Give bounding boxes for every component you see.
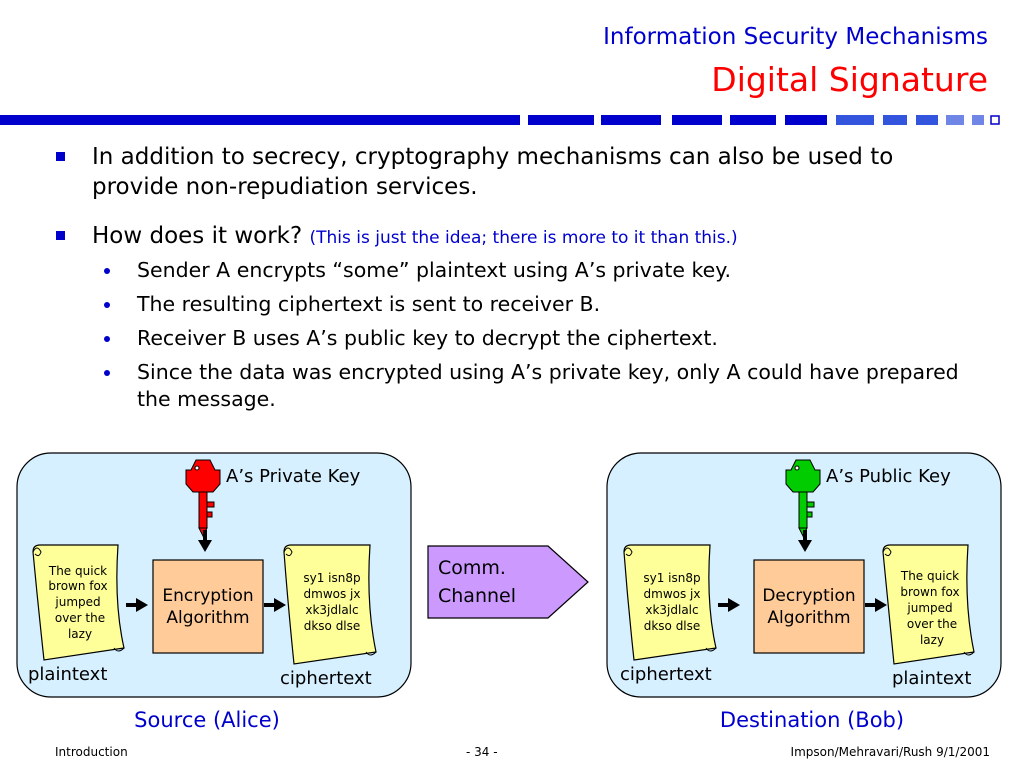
scroll-line: jumped [906, 601, 952, 615]
scroll-line: dmwos jx [644, 587, 701, 601]
sub-bullet-3: Receiver B uses A’s public key to decryp… [137, 326, 718, 350]
scroll-line: jumped [54, 595, 100, 609]
footer-page-number: - 34 - [466, 745, 498, 759]
source-plaintext-label: plaintext [28, 664, 107, 685]
destination-plaintext-label: plaintext [892, 668, 971, 689]
scroll-line: over the [55, 611, 105, 625]
decryption-algorithm-box [753, 559, 865, 654]
destination-ciphertext-scroll [623, 544, 717, 661]
bullet-square-icon [56, 231, 65, 240]
scroll-line: xk3jdlalc [645, 603, 698, 617]
public-key-label: A’s Public Key [826, 466, 951, 487]
bullet-how-it-works: How does it work? (This is just the idea… [92, 221, 982, 253]
sub-bullet-1: Sender A encrypts “some” plaintext using… [137, 258, 732, 282]
scroll-line: over the [907, 617, 957, 631]
comm-channel-arrow [427, 545, 589, 619]
scroll-line: dmwos jx [304, 587, 361, 601]
scroll-line: sy1 isn8p [303, 571, 360, 585]
slide-title-line1: Information Security Mechanisms [603, 24, 988, 50]
algorithm-label-line1: Encryption [162, 586, 253, 606]
source-plaintext-scroll [32, 544, 125, 661]
sub-bullet-dot-icon [104, 370, 110, 376]
algorithm-label-line2: Algorithm [767, 608, 850, 628]
channel-label-line1: Comm. [438, 557, 506, 579]
sub-bullet-4: Since the data was encrypted using A’s p… [137, 360, 959, 411]
channel-label-line2: Channel [438, 585, 516, 607]
algorithm-label-line1: Decryption [762, 586, 855, 606]
sub-bullet-dot-icon [104, 302, 110, 308]
private-key-label: A’s Private Key [226, 466, 361, 487]
private-key-icon [185, 459, 221, 537]
bullet-how-it-works-text: How does it work? [92, 223, 310, 249]
algorithm-label-line2: Algorithm [166, 608, 249, 628]
scroll-line: xk3jdlalc [305, 603, 358, 617]
scroll-line: The quick [900, 569, 959, 583]
sub-bullet-dot-icon [104, 336, 110, 342]
scroll-line: dkso dlse [644, 619, 701, 633]
destination-ciphertext-label: ciphertext [620, 664, 712, 685]
sub-bullet-dot-icon [104, 268, 110, 274]
source-caption: Source (Alice) [134, 708, 280, 732]
public-key-icon [785, 459, 821, 537]
source-ciphertext-scroll [283, 544, 377, 665]
scroll-line: brown fox [48, 579, 107, 593]
destination-plaintext-scroll [882, 544, 975, 665]
destination-caption: Destination (Bob) [720, 708, 904, 732]
scroll-line: lazy [920, 633, 944, 647]
encryption-algorithm-box [152, 559, 264, 654]
footer-section: Introduction [55, 745, 128, 759]
bullet-note: (This is just the idea; there is more to… [309, 228, 738, 248]
digital-signature-diagram: A’s Private Key The quick brown fox jump… [16, 452, 1002, 732]
source-ciphertext-label: ciphertext [280, 668, 372, 689]
bullet-square-icon [56, 152, 65, 161]
scroll-line: sy1 isn8p [643, 571, 700, 585]
bullet-non-repudiation: In addition to secrecy, cryptography mec… [92, 144, 894, 200]
scroll-line: dkso dlse [304, 619, 361, 633]
footer-authors-date: Impson/Mehravari/Rush 9/1/2001 [790, 745, 990, 759]
scroll-line: The quick [48, 564, 107, 578]
header-divider-bar [0, 115, 1000, 125]
scroll-line: lazy [68, 627, 92, 641]
slide-title-line2: Digital Signature [711, 60, 988, 99]
sub-bullet-2: The resulting ciphertext is sent to rece… [137, 292, 601, 316]
scroll-line: brown fox [900, 585, 959, 599]
